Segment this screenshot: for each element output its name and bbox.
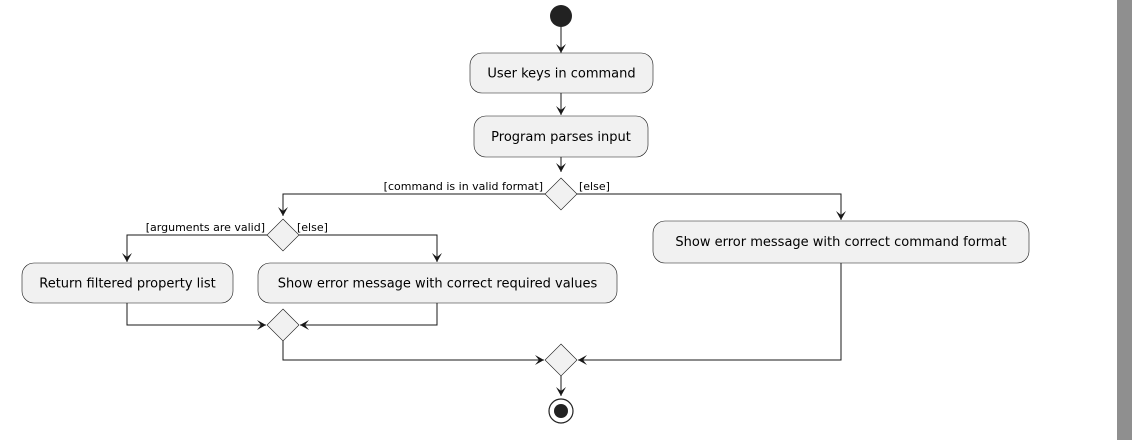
- decision-command-format: [544, 177, 578, 211]
- flow-valid-format: [278, 193, 545, 216]
- flow-error-format-to-merge: [578, 263, 842, 365]
- flow-inner-merge-to-outer: [282, 341, 544, 365]
- flow-else-args: [299, 234, 442, 262]
- activity-label: Show error message with correct required…: [278, 277, 598, 292]
- end-node: [548, 398, 574, 424]
- activity-return-filtered-list: Return filtered property list: [21, 262, 234, 304]
- merge-inner: [266, 308, 300, 342]
- activity-label: User keys in command: [487, 67, 635, 82]
- activity-label: Program parses input: [491, 130, 631, 145]
- flow-return-to-merge: [126, 303, 266, 330]
- decision-arguments: [266, 218, 300, 252]
- start-node: [550, 5, 572, 27]
- flow-error-values-to-merge: [300, 303, 438, 330]
- activity-label: Return filtered property list: [39, 277, 215, 292]
- activity-user-keys-in-command: User keys in command: [469, 52, 654, 94]
- flow-else-format: [577, 193, 846, 220]
- guard-else-args: [else]: [297, 221, 328, 234]
- guard-args-valid: [arguments are valid]: [146, 221, 265, 234]
- activity-show-error-format: Show error message with correct command …: [652, 220, 1030, 264]
- merge-outer: [544, 343, 578, 377]
- guard-else-format: [else]: [579, 180, 610, 193]
- activity-program-parses-input: Program parses input: [473, 115, 649, 158]
- activity-show-error-values: Show error message with correct required…: [257, 262, 618, 304]
- flow-args-valid: [122, 234, 267, 262]
- guard-valid-format: [command is in valid format]: [384, 180, 543, 193]
- activity-label: Show error message with correct command …: [675, 235, 1006, 250]
- vertical-scrollbar[interactable]: [1117, 0, 1132, 440]
